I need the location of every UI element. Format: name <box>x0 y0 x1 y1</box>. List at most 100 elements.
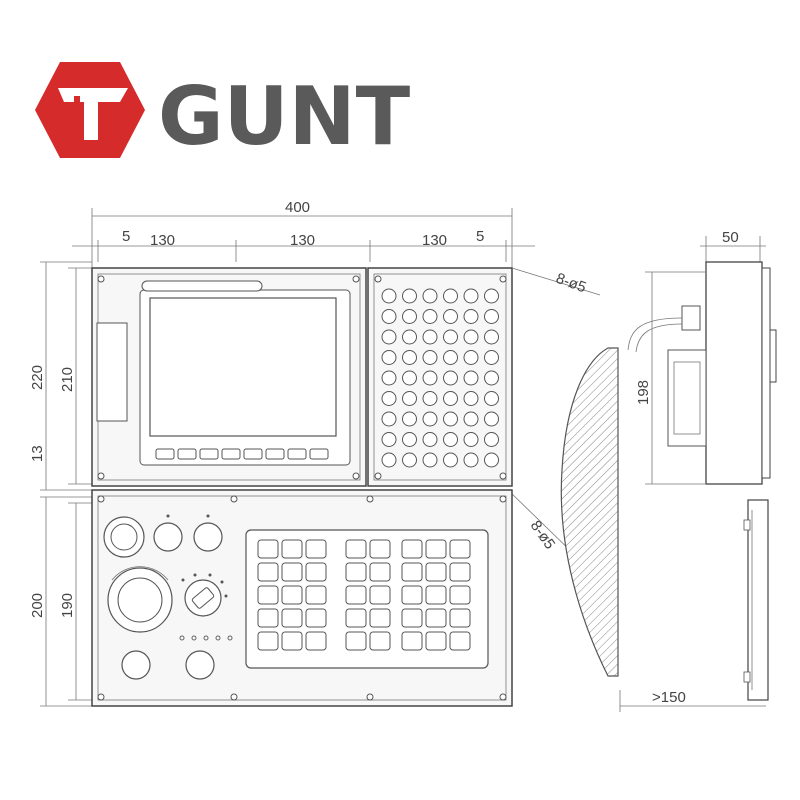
keypad-key <box>422 452 438 468</box>
machine-key <box>345 539 367 559</box>
machine-key <box>345 562 367 582</box>
keypad-key <box>443 432 458 447</box>
keypad-key <box>463 411 479 427</box>
keypad-key <box>443 391 458 406</box>
keypad-key <box>463 452 479 468</box>
keypad-key <box>463 288 479 304</box>
machine-key <box>305 585 327 605</box>
keypad-key <box>381 309 397 324</box>
machine-key-highlighted <box>425 631 447 651</box>
left-dimensions: 220 210 13 200 190 <box>29 261 92 707</box>
keypad-key <box>443 329 458 345</box>
keypad-key <box>402 309 417 324</box>
machine-key <box>281 585 303 605</box>
dim-lower-outer-height: 200 <box>29 593 46 618</box>
dim-margin-left: 5 <box>122 228 130 245</box>
machine-key <box>369 631 391 651</box>
keypad-key <box>422 288 438 304</box>
keypad-key <box>402 432 417 447</box>
side-housing <box>705 261 763 485</box>
cable <box>627 317 683 351</box>
machine-key <box>257 539 279 559</box>
display-status-bar <box>141 280 263 292</box>
side-slot <box>96 322 128 422</box>
dim-holes-lower: 8-ø5 <box>527 518 559 553</box>
machine-key <box>369 585 391 605</box>
keypad-key <box>463 309 479 324</box>
keypad-key <box>381 411 397 427</box>
keypad-grid <box>381 288 499 468</box>
machine-key <box>305 539 327 559</box>
keypad-key <box>443 309 458 324</box>
keypad-key <box>402 391 417 406</box>
machine-keypad <box>257 539 471 651</box>
machine-key <box>281 608 303 628</box>
keypad-key <box>463 350 479 365</box>
machine-key <box>305 562 327 582</box>
side-view: 50 198 >150 <box>560 229 777 712</box>
machine-key <box>425 539 447 559</box>
keypad-key <box>484 329 499 345</box>
keypad-key <box>484 452 499 468</box>
machine-key <box>369 608 391 628</box>
machine-key <box>257 631 279 651</box>
machine-key <box>449 562 471 582</box>
machine-key <box>401 585 423 605</box>
machine-key <box>281 539 303 559</box>
machine-key <box>281 562 303 582</box>
machine-key <box>449 608 471 628</box>
keypad-key <box>381 350 397 365</box>
keypad-key <box>402 452 417 468</box>
keypad-key <box>381 391 397 406</box>
keypad-key <box>381 452 397 468</box>
push-button-2 <box>193 522 223 552</box>
machine-key <box>449 631 471 651</box>
keypad-key <box>484 370 499 386</box>
logo-text: GUNT <box>158 70 411 163</box>
keypad-key <box>402 411 417 427</box>
keypad-key <box>402 350 417 365</box>
machine-key <box>401 631 423 651</box>
softkey-row <box>155 448 329 460</box>
keypad-key <box>463 370 479 386</box>
keypad-key <box>484 350 499 365</box>
machine-key <box>369 562 391 582</box>
dim-mounting-depth: >150 <box>652 689 686 706</box>
keypad-key <box>381 329 397 345</box>
keypad-key <box>422 391 438 406</box>
machine-key <box>345 608 367 628</box>
dim-total-width: 400 <box>285 199 310 216</box>
dim-margin-right: 5 <box>476 228 484 245</box>
dim-section-3: 130 <box>422 232 447 249</box>
machine-key <box>401 562 423 582</box>
dim-upper-outer-height: 220 <box>29 365 46 390</box>
keypad-key <box>463 391 479 406</box>
machine-key <box>305 631 327 651</box>
machine-key <box>257 608 279 628</box>
keypad-key <box>422 350 438 365</box>
keypad-key <box>443 452 458 468</box>
keypad-key <box>463 432 479 447</box>
dim-lower-inner-height: 190 <box>59 593 76 618</box>
display-screen <box>149 297 337 437</box>
machine-key <box>257 562 279 582</box>
keypad-key <box>422 432 438 447</box>
machine-key <box>345 585 367 605</box>
keypad-panel <box>367 267 513 487</box>
keypad-key <box>402 370 417 386</box>
keypad-key <box>443 370 458 386</box>
machine-key <box>345 631 367 651</box>
keypad-key <box>484 309 499 324</box>
side-lower-housing <box>747 499 769 701</box>
keypad-key <box>484 411 499 427</box>
dim-section-1: 130 <box>150 232 175 249</box>
machine-key <box>401 608 423 628</box>
keypad-key <box>422 309 438 324</box>
keypad-key <box>381 370 397 386</box>
machine-key-highlighted <box>281 631 303 651</box>
machine-key <box>425 608 447 628</box>
keypad-key <box>484 288 499 304</box>
dim-upper-inner-height: 210 <box>59 367 76 392</box>
override-knob <box>181 573 228 617</box>
